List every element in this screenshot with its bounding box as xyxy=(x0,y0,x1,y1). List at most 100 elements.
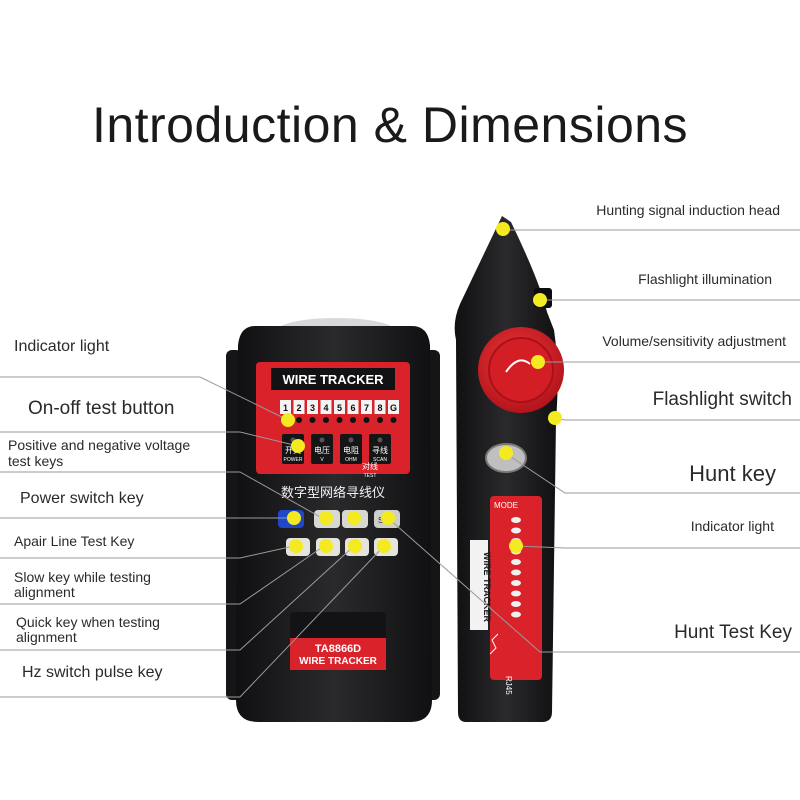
leader-slow-key xyxy=(0,545,325,605)
port-led xyxy=(390,417,397,423)
label-flashlight-switch: Flashlight switch xyxy=(652,389,792,410)
port-box-7 xyxy=(361,400,372,414)
rj45-label: RJ45 xyxy=(504,676,513,695)
mode-led xyxy=(511,580,521,586)
key-label-cn: 电阻 xyxy=(343,445,359,455)
mode-led xyxy=(511,601,521,607)
key-led xyxy=(348,437,354,443)
leader-indicator-light xyxy=(0,376,289,421)
leader-hz-switch xyxy=(0,545,385,698)
port-number: G xyxy=(390,403,397,413)
label-hunt-key: Hunt key xyxy=(689,461,776,486)
marker-induction-head xyxy=(496,222,510,236)
mode-led xyxy=(511,590,521,597)
marker-flashlight xyxy=(533,293,547,307)
marker-flashlight-switch xyxy=(548,411,562,425)
port-number: 1 xyxy=(283,403,288,413)
port-led xyxy=(323,417,329,423)
marker-hunt-test-key xyxy=(381,511,395,525)
mode-strip xyxy=(490,496,542,680)
mode-led xyxy=(511,527,521,534)
leader-indicator-light-right xyxy=(515,545,800,549)
leader-onoff-test xyxy=(0,431,299,447)
port-led xyxy=(350,417,356,423)
mode-led xyxy=(511,517,521,523)
port-number: 6 xyxy=(350,403,355,413)
leader-hunt-key xyxy=(507,454,800,494)
leader-voltage-keys xyxy=(0,471,323,519)
marker-power-switch xyxy=(287,511,301,525)
port-number: 2 xyxy=(296,403,301,413)
key-label-cn: 电压 xyxy=(314,445,330,455)
port-box-1 xyxy=(280,400,291,414)
port-box-5 xyxy=(334,400,345,414)
mode-led xyxy=(511,611,521,618)
key-label-cn: 寻线 xyxy=(372,445,388,455)
port-number: 5 xyxy=(337,403,342,413)
leader-hunt-test-key xyxy=(387,517,800,653)
pulse-icon xyxy=(489,633,499,655)
port-led xyxy=(296,417,302,423)
model-number: TA8866D xyxy=(315,643,361,655)
port-number: 8 xyxy=(377,403,382,413)
leader-flashlight-switch xyxy=(554,417,800,421)
key-label-en: V xyxy=(320,457,324,463)
marker-indicator-light xyxy=(281,413,295,427)
page-title: Introduction & Dimensions xyxy=(91,97,689,153)
label-indicator-light-right: Indicator light xyxy=(690,518,774,534)
leader-quick-key xyxy=(0,545,355,651)
marker-volume xyxy=(531,355,545,369)
key-label-box xyxy=(340,434,362,464)
label-power-switch-key: Power switch key xyxy=(20,490,144,507)
port-box-3 xyxy=(307,400,318,414)
port-box-G xyxy=(388,400,399,414)
label-onoff-test-button: On-off test button xyxy=(28,398,175,419)
mode-label: MODE xyxy=(494,501,518,510)
key-label-en: POWER xyxy=(284,457,303,463)
port-number: 7 xyxy=(364,403,369,413)
label-hz-switch-pulse-key: Hz switch pulse key xyxy=(22,664,163,681)
label-indicator-light: Indicator light xyxy=(14,338,110,355)
label-quick-key-line1: Quick key when testing xyxy=(16,614,160,630)
port-number: 3 xyxy=(310,403,315,413)
key-label-box xyxy=(369,434,391,464)
marker-onoff-test xyxy=(291,439,305,453)
port-led xyxy=(363,417,370,423)
port-box-4 xyxy=(320,400,332,414)
port-led xyxy=(336,417,343,423)
label-quick-key-line2: alignment xyxy=(16,629,77,645)
port-led xyxy=(309,417,316,423)
marker-slow-key xyxy=(319,539,333,553)
port-number: 4 xyxy=(323,403,328,413)
label-voltage-keys-line2: test keys xyxy=(8,453,64,469)
cn-title: 数字型网络寻线仪 xyxy=(281,485,385,500)
key-label-box xyxy=(311,434,333,464)
volume-knob-center xyxy=(488,337,554,403)
mode-led xyxy=(511,559,521,565)
mode-led xyxy=(511,569,521,576)
label-hunt-test-key: Hunt Test Key xyxy=(674,622,792,643)
test-cn-label: 对线 xyxy=(362,461,378,471)
marker-apair-line xyxy=(289,539,303,553)
marker-quick-key xyxy=(348,539,362,553)
key-led xyxy=(319,437,325,443)
port-led xyxy=(377,417,383,423)
label-voltage-keys-line1: Positive and negative voltage xyxy=(8,437,191,453)
port-box-2 xyxy=(293,400,305,414)
marker-voltage-key-2 xyxy=(347,511,361,525)
receiver-device: MODE WIRE TRACKER RJ45 xyxy=(454,216,564,722)
marker-hz-switch xyxy=(377,539,391,553)
side-brand-text: WIRE TRACKER xyxy=(482,552,492,622)
label-induction-head: Hunting signal induction head xyxy=(596,202,780,218)
marker-voltage-key-1 xyxy=(319,511,333,525)
label-volume-adjustment: Volume/sensitivity adjustment xyxy=(602,333,786,349)
label-flashlight-illumination: Flashlight illumination xyxy=(638,271,772,287)
test-en-label: TEST xyxy=(364,473,377,479)
key-label-en: SCAN xyxy=(373,457,387,463)
leader-lines xyxy=(0,229,800,698)
label-slow-key-line2: alignment xyxy=(14,584,75,600)
key-led xyxy=(377,437,383,443)
brand-plate xyxy=(271,368,395,390)
